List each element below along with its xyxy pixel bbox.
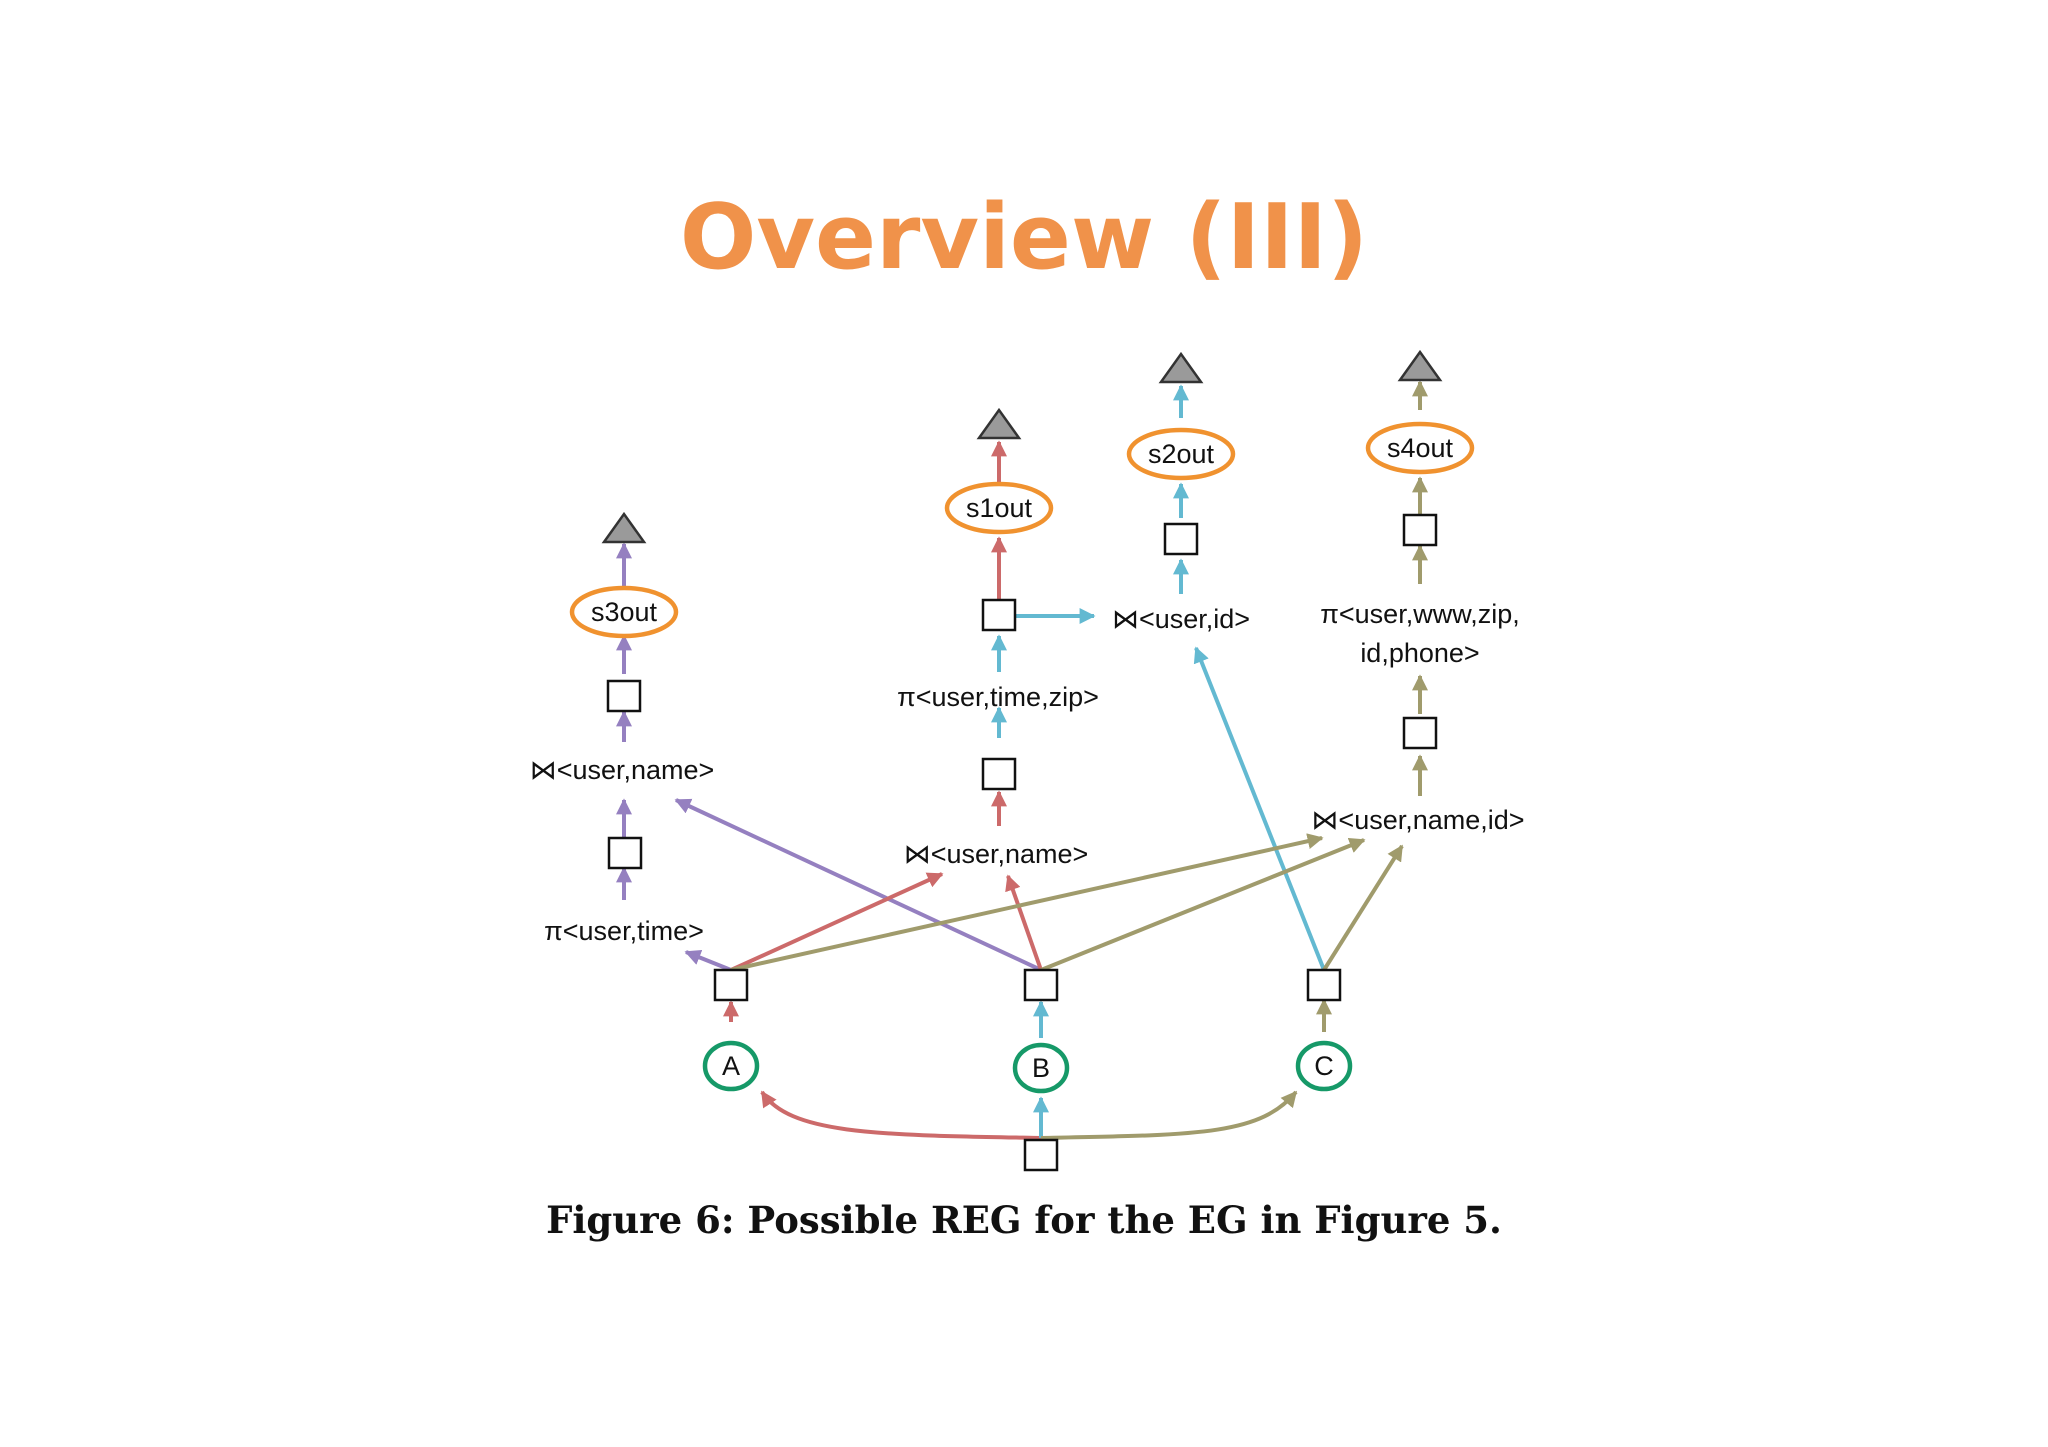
node-square [1402,716,1438,750]
node-square [607,836,643,870]
s4-project-label-line1: π<user,www,zip, [1320,599,1519,629]
s1-project-label: π<user,time,zip> [897,682,1099,712]
edge [1040,837,1366,972]
output-node-s1out [944,481,1054,535]
edge [1193,646,1326,971]
node-square [1306,968,1342,1002]
s1-join-label: ⋈<user,name> [904,839,1089,869]
s2-join-label: ⋈<user,id> [1112,604,1250,634]
source-label-a: A [722,1051,740,1081]
sink-triangle [976,407,1022,440]
edge [684,949,732,972]
node-square [1023,1138,1059,1172]
source-node-b [1012,1042,1070,1094]
sink-triangle [1158,351,1204,384]
node-square [1163,522,1199,556]
source-label-c: C [1314,1051,1334,1081]
edge [1322,844,1404,972]
s3-join-label: ⋈<user,name> [530,755,715,785]
output-label-s1out: s1out [966,493,1033,523]
output-label-s3out: s3out [591,597,658,627]
s4-join-label: ⋈<user,name,id> [1311,805,1524,835]
output-label-s2out: s2out [1148,439,1215,469]
node-square [713,968,749,1002]
output-node-s4out [1365,421,1475,475]
output-node-s2out [1126,427,1236,481]
node-square [606,679,642,713]
sink-triangle [601,511,647,544]
edge [730,872,944,972]
sink-triangle [1397,349,1443,382]
slide-title: Overview (III) [679,185,1369,290]
edge [760,1090,1042,1140]
edge [674,798,1042,972]
source-label-b: B [1032,1053,1050,1083]
node-square [981,757,1017,791]
node-square [1023,968,1059,1002]
figure-caption: Figure 6: Possible REG for the EG in Fig… [546,1198,1502,1242]
s3-project-label: π<user,time> [544,916,704,946]
source-node-a [702,1040,760,1092]
edge [1005,874,1043,971]
output-node-s3out [569,585,679,639]
edge [1040,1090,1298,1140]
output-label-s4out: s4out [1387,433,1454,463]
node-square [981,598,1017,632]
node-square [1402,513,1438,547]
edge [730,833,1324,972]
s4-project-label-line2: id,phone> [1360,638,1479,668]
source-node-c [1295,1040,1353,1092]
